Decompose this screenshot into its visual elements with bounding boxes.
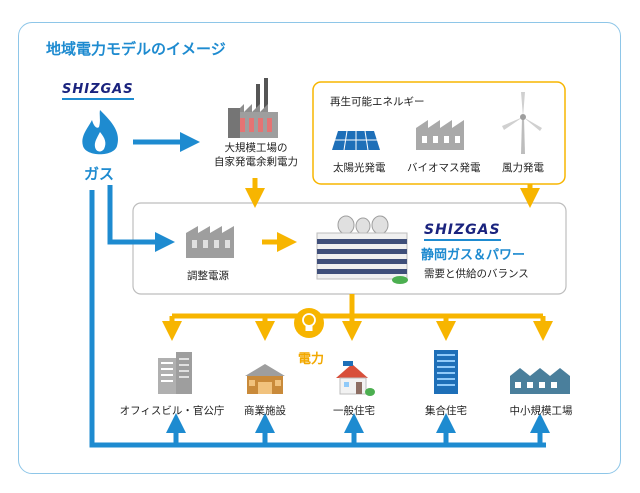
commercial-facility-icon bbox=[245, 364, 285, 394]
brand-logo-top: SHIZGAS bbox=[62, 82, 134, 100]
company-name: 静岡ガス＆パワー bbox=[421, 248, 526, 263]
diagram-frame bbox=[18, 22, 621, 474]
office-buildings-icon bbox=[158, 352, 192, 394]
apartment-tower-icon bbox=[434, 350, 458, 394]
large-factory-label: 大規模工場の 自家発電余剰電力 bbox=[204, 141, 308, 169]
wind-turbine-icon bbox=[502, 92, 542, 154]
biomass-plant-icon bbox=[416, 120, 464, 150]
lightbulb-icon bbox=[294, 308, 324, 338]
company-subtitle: 需要と供給のバランス bbox=[424, 268, 529, 280]
power-flows bbox=[162, 178, 553, 341]
small-factory-icon bbox=[510, 368, 570, 394]
house-icon bbox=[336, 361, 375, 396]
large-factory-label-line1: 大規模工場の bbox=[224, 142, 288, 154]
gas-label: ガス bbox=[84, 165, 115, 183]
power-label: 電力 bbox=[298, 352, 325, 367]
adjust-label: 調整電源 bbox=[187, 270, 229, 282]
large-factory-label-line2: 自家発電余剰電力 bbox=[214, 156, 298, 168]
gas-flame-icon bbox=[82, 110, 118, 155]
solar-panel-icon bbox=[332, 130, 380, 151]
biomass-label: バイオマス発電 bbox=[407, 162, 481, 174]
consumer-office-label: オフィスビル・官公庁 bbox=[119, 405, 225, 417]
consumer-house-label: 一般住宅 bbox=[333, 405, 375, 417]
consumer-commercial-label: 商業施設 bbox=[244, 405, 286, 417]
wind-label: 風力発電 bbox=[502, 162, 544, 174]
consumer-factory-label: 中小規模工場 bbox=[509, 405, 573, 417]
gas-to-adjust-arrow bbox=[107, 185, 175, 252]
gas-bottom-line bbox=[89, 190, 546, 448]
solar-label: 太陽光発電 bbox=[333, 162, 386, 174]
adjustment-plant-icon bbox=[186, 226, 234, 258]
large-factory-icon bbox=[228, 78, 278, 138]
brand-logo-company: SHIZGAS bbox=[424, 222, 501, 241]
company-building-icon bbox=[316, 215, 408, 284]
gas-flows bbox=[89, 132, 550, 448]
renewable-title: 再生可能エネルギー bbox=[330, 96, 425, 108]
diagram-title: 地域電力モデルのイメージ bbox=[46, 40, 226, 58]
consumer-apartment-label: 集合住宅 bbox=[425, 405, 467, 417]
